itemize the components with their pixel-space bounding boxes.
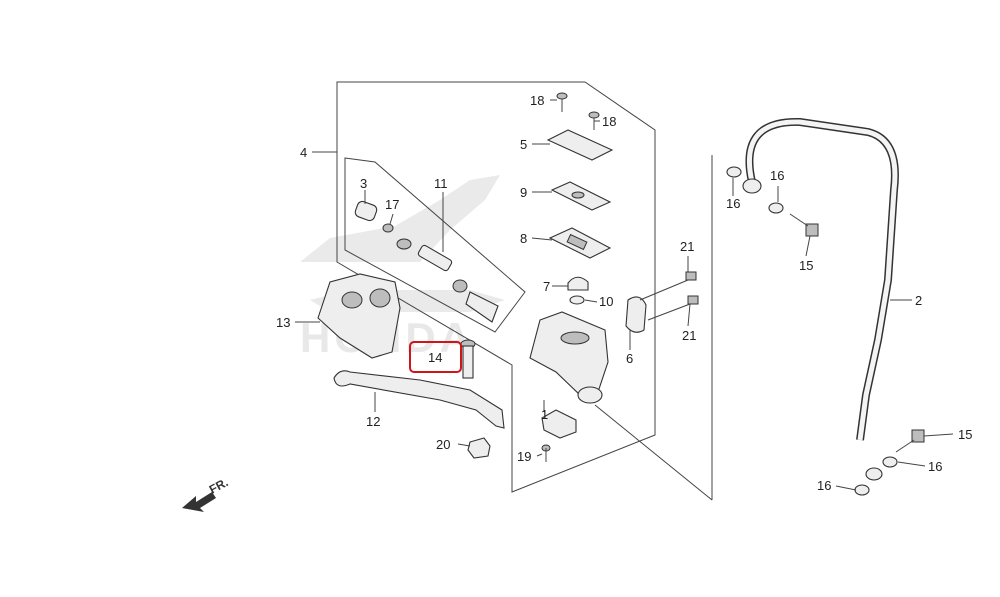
pivot-nut [467, 437, 491, 459]
callout-20[interactable]: 20 [436, 437, 450, 452]
highlight-box-14 [409, 341, 462, 373]
reservoir-cap [546, 129, 614, 161]
screw-19 [541, 444, 551, 462]
washer-16-d [854, 484, 870, 496]
ring [569, 295, 585, 305]
callout-14[interactable]: 14 [428, 350, 442, 365]
callout-8[interactable]: 8 [520, 231, 527, 246]
callout-1[interactable]: 1 [541, 407, 548, 422]
callout-labels: 1 2 3 4 5 6 7 8 9 10 11 12 13 14 15 15 1… [276, 93, 972, 493]
callout-2[interactable]: 2 [915, 293, 922, 308]
callout-16-b[interactable]: 16 [770, 168, 784, 183]
callout-3[interactable]: 3 [360, 176, 367, 191]
callout-5[interactable]: 5 [520, 137, 527, 152]
brake-hose [742, 117, 899, 481]
callout-16-a[interactable]: 16 [726, 196, 740, 211]
callout-18-top[interactable]: 18 [530, 93, 544, 108]
callout-16-c[interactable]: 16 [928, 459, 942, 474]
brake-lever [333, 370, 505, 429]
screw-18-right [588, 111, 600, 130]
callout-19[interactable]: 19 [517, 449, 531, 464]
banjo-bolt-15-bottom [895, 429, 925, 453]
bolt-21-top [639, 271, 697, 301]
honda-watermark: HONDA [300, 175, 505, 361]
float [567, 276, 589, 291]
parts [317, 92, 925, 496]
callout-17[interactable]: 17 [385, 197, 399, 212]
master-cylinder-body [529, 311, 609, 396]
callout-11[interactable]: 11 [434, 176, 448, 191]
callout-13[interactable]: 13 [276, 315, 290, 330]
stop-switch [541, 409, 577, 439]
callout-9[interactable]: 9 [520, 185, 527, 200]
screw-18-top [556, 92, 568, 112]
bolt-21-bottom [647, 295, 699, 321]
washer-16-c [882, 456, 898, 468]
callout-15-bottom[interactable]: 15 [958, 427, 972, 442]
callout-6[interactable]: 6 [626, 351, 633, 366]
washer-16-a [726, 166, 742, 178]
washer-16-b [768, 202, 784, 214]
callout-15-top[interactable]: 15 [799, 258, 813, 273]
callout-7[interactable]: 7 [543, 279, 550, 294]
banjo-bolt-15-top [789, 213, 819, 237]
piston-set [354, 200, 499, 323]
callout-21-top[interactable]: 21 [680, 239, 694, 254]
leader-lines [295, 99, 954, 491]
callout-16-d[interactable]: 16 [817, 478, 831, 493]
holder [625, 296, 647, 333]
pivot-bolt [460, 339, 476, 379]
front-direction-indicator: FR. [182, 475, 230, 512]
callout-12[interactable]: 12 [366, 414, 380, 429]
arrow-icon [182, 492, 216, 512]
callout-4[interactable]: 4 [300, 145, 307, 160]
callout-18-right[interactable]: 18 [602, 114, 616, 129]
callout-21-bottom[interactable]: 21 [682, 328, 696, 343]
callout-10[interactable]: 10 [599, 294, 613, 309]
